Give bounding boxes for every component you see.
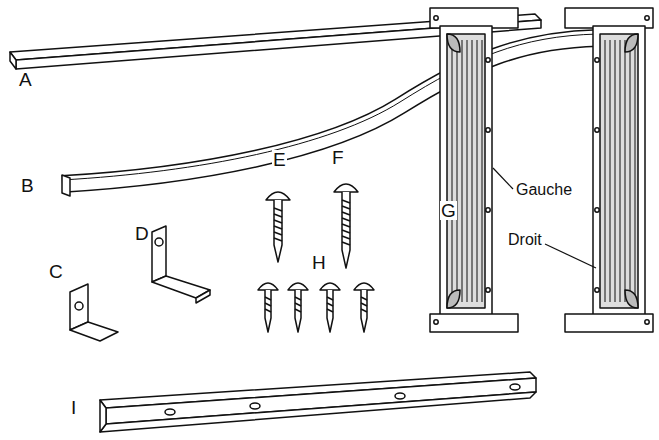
rail-i: [100, 372, 536, 432]
side-label: Droit: [507, 232, 543, 248]
screw-e: [266, 192, 290, 262]
bar-b: [62, 34, 598, 196]
part-letter: G: [440, 201, 457, 220]
bracket-c: [70, 284, 118, 341]
panel-left: [430, 8, 518, 332]
leader-lines: [493, 168, 596, 268]
panel-right: [565, 8, 653, 332]
side-label: Gauche: [515, 182, 573, 198]
bracket-d: [152, 226, 210, 303]
part-letter: H: [311, 253, 327, 272]
part-letter: I: [70, 398, 77, 417]
screw-f: [334, 184, 358, 268]
screws-h: [258, 283, 374, 332]
part-letter: F: [331, 148, 345, 167]
part-letter: D: [134, 224, 150, 243]
part-letter: B: [20, 176, 35, 195]
part-letter: A: [18, 70, 33, 89]
part-letter: C: [48, 262, 64, 281]
part-letter: E: [272, 150, 287, 169]
